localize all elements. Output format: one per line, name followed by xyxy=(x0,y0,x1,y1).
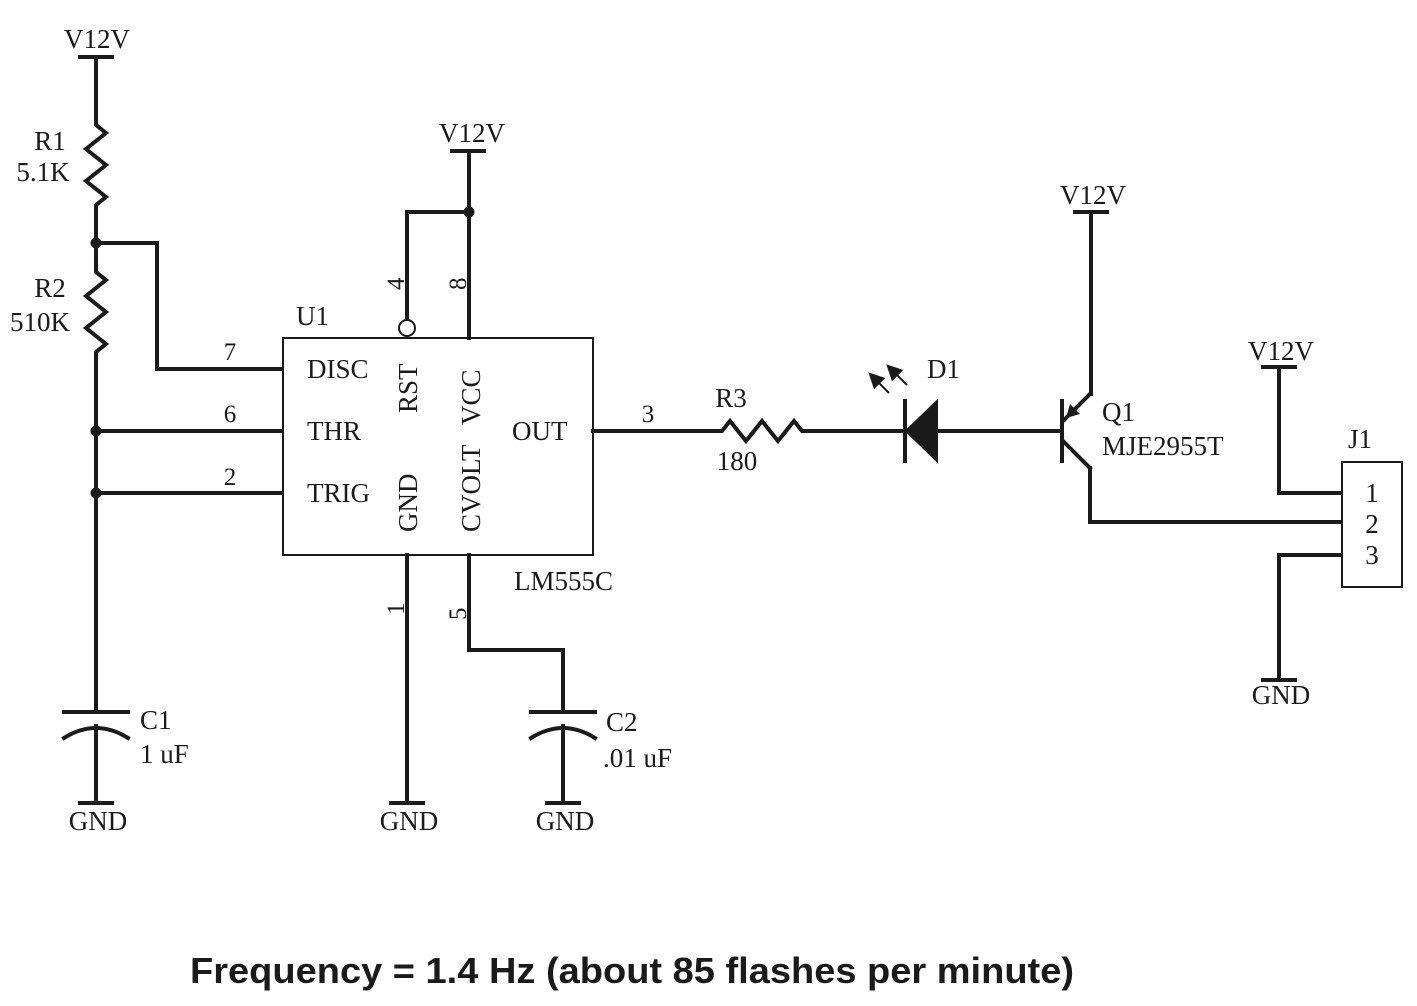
wire-disc xyxy=(94,241,285,371)
junction-dot xyxy=(463,206,475,218)
ground-j1: GND xyxy=(1252,678,1311,710)
c2-value: .01 uF xyxy=(603,743,672,773)
r1-ref: R1 xyxy=(34,126,66,156)
ground-label-c2: GND xyxy=(536,806,595,836)
ground-c2: GND xyxy=(536,801,595,836)
pin-number-cvolt: 5 xyxy=(445,608,472,621)
u1-part: LM555C xyxy=(514,566,613,596)
resistor-r1 xyxy=(82,116,110,214)
pin-label-trig: TRIG xyxy=(307,478,370,508)
supply-label-q1: V12V xyxy=(1060,180,1126,210)
supply-label-top: V12V xyxy=(439,118,505,148)
pin-label-thr: THR xyxy=(307,416,361,446)
j1-pin-1: 1 xyxy=(1365,478,1379,508)
r1-value: 5.1K xyxy=(16,157,70,187)
pin-label-gnd: GND xyxy=(393,474,423,533)
frequency-caption: Frequency = 1.4 Hz (about 85 flashes per… xyxy=(190,950,1074,991)
wire-j1-pin3 xyxy=(1277,553,1344,682)
capacitor-c2 xyxy=(528,710,598,805)
ic-u1-lm555c xyxy=(282,337,594,556)
ground-label-u1: GND xyxy=(380,806,439,836)
pin-label-out: OUT xyxy=(512,416,568,446)
c1-value: 1 uF xyxy=(140,739,189,769)
transistor-q1 xyxy=(1060,391,1093,471)
q1-ref: Q1 xyxy=(1102,397,1135,427)
ground-u1: GND xyxy=(380,801,439,836)
q1-supply: V12V xyxy=(1060,180,1126,214)
supply-label-j1: V12V xyxy=(1248,336,1314,366)
c1-ref: C1 xyxy=(140,705,172,735)
resistor-r3 xyxy=(713,417,814,445)
pin-label-disc: DISC xyxy=(307,354,369,384)
pin-label-vcc: VCC xyxy=(456,369,486,425)
left-supply: V12V xyxy=(64,24,130,59)
q1-part: MJE2955T xyxy=(1102,431,1224,461)
wire-j1-pin1 xyxy=(1277,365,1344,495)
pin-number-thr: 6 xyxy=(224,401,237,428)
supply-label-left: V12V xyxy=(64,24,130,54)
u1-ref: U1 xyxy=(296,301,329,331)
capacitor-c1 xyxy=(61,710,131,805)
ground-label-j1: GND xyxy=(1252,680,1311,710)
rst-inversion-bubble xyxy=(398,319,416,337)
top-supply: V12V xyxy=(439,118,505,153)
pin-number-out: 3 xyxy=(642,401,655,428)
d1-ref: D1 xyxy=(927,354,960,384)
ground-c1: GND xyxy=(69,801,128,836)
wire-rst xyxy=(405,210,471,322)
resistor-r2 xyxy=(82,263,110,362)
connector-j1 xyxy=(1341,461,1403,588)
c2-ref: C2 xyxy=(606,707,638,737)
j1-supply: V12V xyxy=(1248,336,1314,369)
pin-number-vcc: 8 xyxy=(445,278,472,291)
r3-ref: R3 xyxy=(715,383,747,413)
j1-pin-2: 2 xyxy=(1365,509,1379,539)
pin-label-rst: RST xyxy=(393,363,423,413)
ground-label-c1: GND xyxy=(69,806,128,836)
pin-number-disc: 7 xyxy=(224,339,237,366)
r2-ref: R2 xyxy=(34,273,66,303)
wire-q1-collector xyxy=(1088,466,1344,524)
r3-value: 180 xyxy=(717,446,758,476)
pin-label-cvolt: CVOLT xyxy=(456,444,486,532)
j1-pin-3: 3 xyxy=(1365,540,1379,570)
r2-value: 510K xyxy=(10,307,71,337)
pin-number-gnd: 1 xyxy=(383,603,410,616)
j1-ref: J1 xyxy=(1348,424,1372,454)
wire-cvolt xyxy=(467,553,565,714)
pin-number-trig: 2 xyxy=(224,464,237,491)
pin-number-rst: 4 xyxy=(383,277,410,290)
